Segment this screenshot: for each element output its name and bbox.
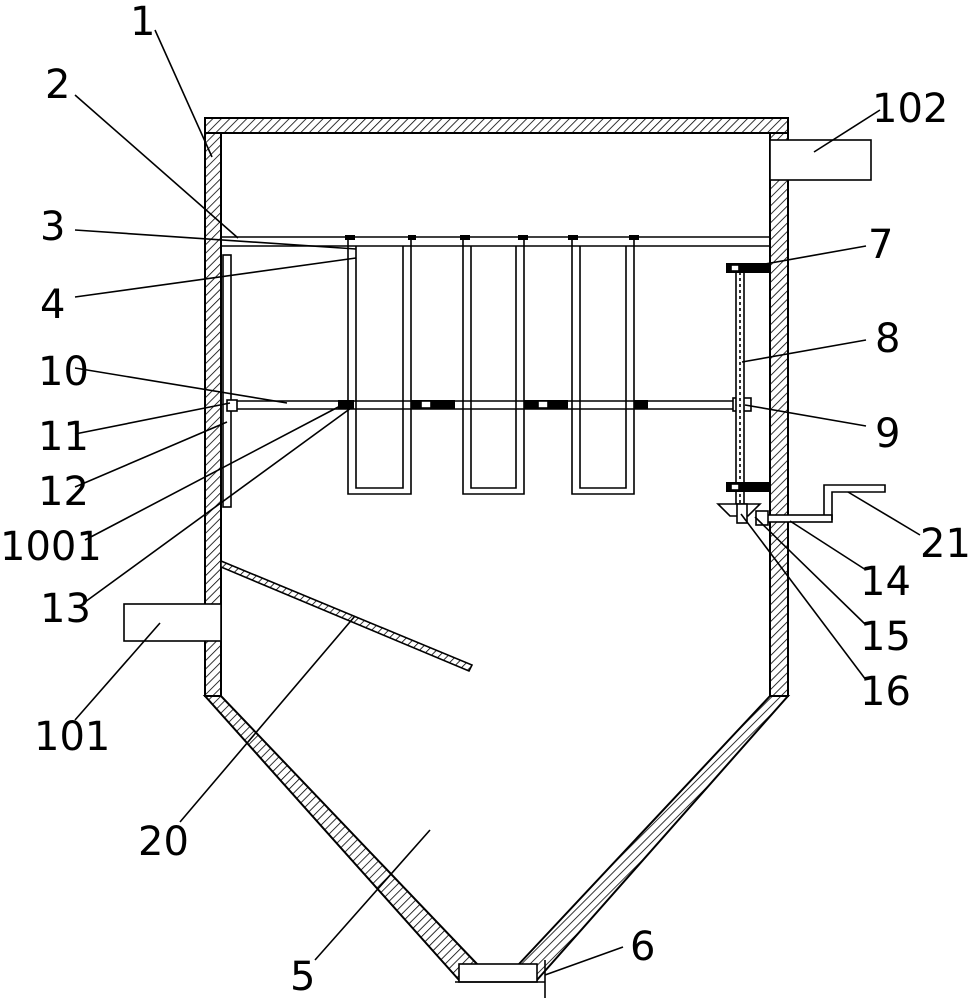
leader-6 <box>544 946 624 976</box>
left-cone-wall <box>202 695 479 982</box>
rod-gap <box>537 400 549 409</box>
filter-bag-3 <box>571 237 635 495</box>
upper-bearing-gap <box>730 264 740 272</box>
bag-clamp <box>629 235 639 240</box>
leader-9 <box>744 404 867 427</box>
rod-bearing <box>634 400 648 409</box>
outlet-spout <box>458 963 538 983</box>
label-16: 16 <box>860 669 911 715</box>
filter-bag-3-inner <box>579 246 627 489</box>
label-15: 15 <box>860 614 911 660</box>
leader-3 <box>74 229 357 250</box>
leader-102 <box>813 109 881 153</box>
leader-8 <box>741 339 867 363</box>
label-2: 2 <box>45 62 70 108</box>
filter-bag-2 <box>462 237 525 495</box>
filter-bag-2-inner <box>470 246 517 489</box>
label-20: 20 <box>138 819 189 865</box>
bag-clamp <box>345 235 355 240</box>
guide-rail <box>222 254 232 508</box>
leader-2 <box>74 94 239 239</box>
leader-4 <box>74 257 357 298</box>
leader-10 <box>74 367 288 404</box>
rod-bearing <box>338 400 354 409</box>
inlet-pipe <box>123 603 222 642</box>
upper-bearing <box>726 263 770 273</box>
label-21: 21 <box>920 521 971 567</box>
bag-clamp <box>408 235 416 240</box>
filter-bags <box>345 235 639 495</box>
leader-11 <box>74 402 231 435</box>
right-wall <box>769 132 789 697</box>
leader-lines <box>74 29 921 976</box>
rod-gap <box>420 400 432 409</box>
leader-12 <box>74 421 228 488</box>
label-9: 9 <box>875 411 900 457</box>
label-4: 4 <box>40 282 65 328</box>
label-12: 12 <box>38 469 89 515</box>
crank-handle <box>823 484 886 520</box>
label-1001: 1001 <box>0 524 102 570</box>
leader-5 <box>314 829 431 961</box>
gas-outlet-pipe <box>769 139 872 181</box>
label-13: 13 <box>40 586 91 632</box>
lead-screw <box>726 263 770 514</box>
label-14: 14 <box>860 559 911 605</box>
leader-14 <box>789 520 867 571</box>
label-6: 6 <box>630 924 655 970</box>
label-101: 101 <box>34 714 110 760</box>
leader-16 <box>740 513 867 681</box>
top-wall <box>204 117 789 134</box>
label-5: 5 <box>290 954 315 1000</box>
leader-7 <box>747 245 867 268</box>
leader-13 <box>84 407 352 603</box>
rod-bearing <box>411 400 455 409</box>
drive-shaft <box>763 514 833 523</box>
label-3: 3 <box>40 204 65 250</box>
bag-clamp <box>568 235 578 240</box>
label-102: 102 <box>872 86 948 132</box>
inclined-screen <box>220 559 474 673</box>
leader-1001 <box>84 403 345 541</box>
label-7: 7 <box>868 222 893 268</box>
slider-block <box>226 399 238 412</box>
leader-101 <box>74 622 161 721</box>
leader-20 <box>179 615 356 823</box>
leader-1 <box>154 29 213 158</box>
lower-bearing <box>726 482 770 492</box>
label-8: 8 <box>875 316 900 362</box>
leader-15 <box>754 516 867 626</box>
vessel-shell <box>202 117 791 998</box>
leader-21 <box>847 491 921 536</box>
filter-bag-1-inner <box>355 246 404 489</box>
label-10: 10 <box>38 349 89 395</box>
label-1: 1 <box>130 0 155 45</box>
bag-clamp <box>518 235 528 240</box>
lower-bearing-gap <box>730 483 740 491</box>
filter-bag-1 <box>347 237 412 495</box>
label-11: 11 <box>38 414 89 460</box>
bag-clamp <box>460 235 470 240</box>
gear-shaft-housing <box>736 503 748 524</box>
shaking-rod <box>226 397 752 412</box>
